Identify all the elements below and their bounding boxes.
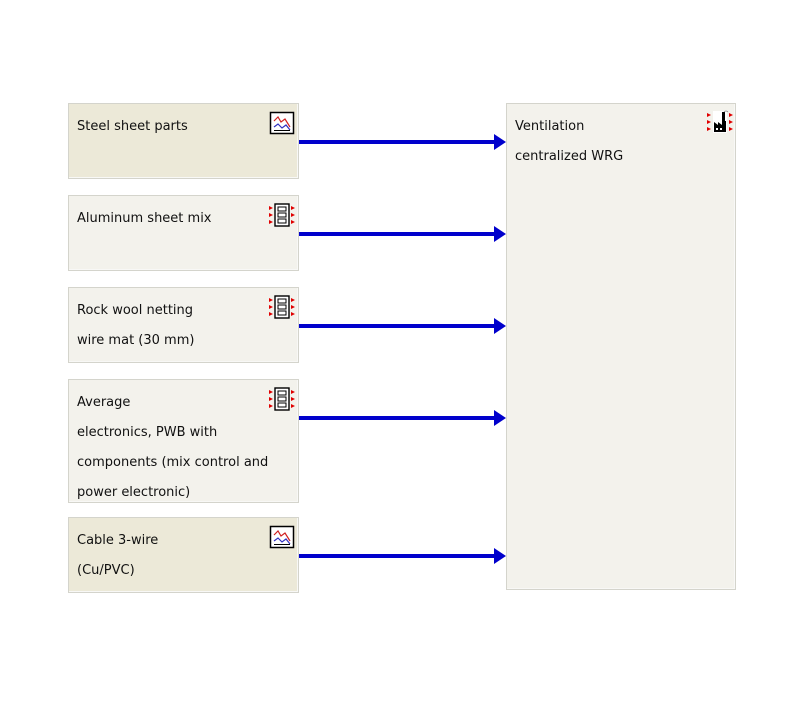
node-label-line: components (mix control and <box>77 455 269 470</box>
flow-arrow-head <box>494 226 506 242</box>
node-label: Aluminum sheet mix <box>77 204 262 234</box>
chart-document-icon <box>269 525 295 549</box>
node-label-line: Cable 3-wire <box>77 533 159 548</box>
node-label-line: Aluminum sheet mix <box>77 211 212 226</box>
process-plan-icon <box>269 295 295 319</box>
node-label-line: power electronic) <box>77 485 191 500</box>
node-label-line: (Cu/PVC) <box>77 563 135 578</box>
node-label-line: Steel sheet parts <box>77 119 188 134</box>
node-label: Steel sheet parts <box>77 112 262 142</box>
flow-arrow-head <box>494 134 506 150</box>
flow-arrow-head <box>494 318 506 334</box>
node-label: Cable 3-wire (Cu/PVC) <box>77 526 262 586</box>
node-label: Average electronics, PWB with components… <box>77 388 269 508</box>
node-label: Rock wool netting wire mat (30 mm) <box>77 296 262 356</box>
node-steel-sheet-parts[interactable]: Steel sheet parts <box>68 103 299 179</box>
flow-arrow-head <box>494 410 506 426</box>
node-aluminum-sheet-mix[interactable]: Aluminum sheet mix <box>68 195 299 271</box>
factory-icon <box>707 110 733 133</box>
node-ventilation-centralized-wrg[interactable]: Ventilation centralized WRG <box>506 103 736 590</box>
node-label-line: electronics, PWB with <box>77 425 218 440</box>
node-label-line: wire mat (30 mm) <box>77 333 195 348</box>
process-plan-icon <box>269 387 295 411</box>
node-label-line: Average <box>77 395 131 410</box>
node-rock-wool-netting[interactable]: Rock wool netting wire mat (30 mm) <box>68 287 299 363</box>
node-label-line: centralized WRG <box>515 149 624 164</box>
node-cable-3-wire[interactable]: Cable 3-wire (Cu/PVC) <box>68 517 299 593</box>
node-label-line: Ventilation <box>515 119 585 134</box>
node-label: Ventilation centralized WRG <box>515 112 699 172</box>
chart-document-icon <box>269 111 295 135</box>
process-plan-icon <box>269 203 295 227</box>
flow-arrow-head <box>494 548 506 564</box>
node-average-electronics[interactable]: Average electronics, PWB with components… <box>68 379 299 503</box>
node-label-line: Rock wool netting <box>77 303 194 318</box>
